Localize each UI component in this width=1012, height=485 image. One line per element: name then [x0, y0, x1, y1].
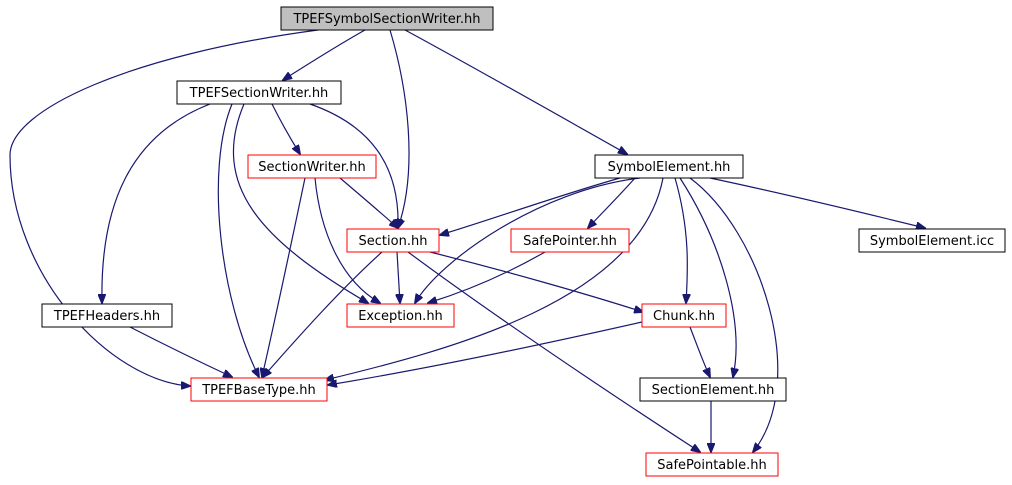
- node-label: Section.hh: [359, 234, 428, 249]
- node-box: [639, 377, 787, 402]
- edge-layer: [9, 29, 925, 452]
- edge-se-to-sec: [440, 177, 621, 235]
- edge-chunk-to-sel: [689, 326, 710, 377]
- node-root: TPEFSymbolSectionWriter.hh: [280, 6, 494, 31]
- edge-se-to-exc: [415, 177, 641, 303]
- node-sp[interactable]: SafePointer.hh: [510, 228, 630, 253]
- node-label: TPEFBaseType.hh: [201, 383, 316, 398]
- node-box: [641, 303, 727, 328]
- node-tsw[interactable]: TPEFSectionWriter.hh: [176, 80, 342, 105]
- node-tbt[interactable]: TPEFBaseType.hh: [190, 377, 328, 402]
- edge-se-to-sel: [679, 177, 736, 377]
- edge-sw-to-exc: [314, 177, 380, 303]
- node-box: [190, 377, 328, 402]
- node-se[interactable]: SymbolElement.hh: [594, 154, 744, 179]
- node-label: SymbolElement.icc: [870, 234, 994, 249]
- edge-sec-to-spt: [407, 251, 700, 452]
- edge-root-to-se: [404, 29, 627, 154]
- edge-sec-to-chunk: [429, 251, 643, 312]
- node-label: SectionElement.hh: [652, 383, 775, 398]
- edge-se-to-tbt: [325, 177, 664, 380]
- edge-tsw-to-th: [102, 103, 211, 303]
- edge-tsw-to-sw: [271, 103, 300, 154]
- node-box: [41, 303, 173, 328]
- edge-sec-to-exc: [397, 251, 400, 303]
- node-box: [858, 228, 1006, 253]
- node-label: SectionWriter.hh: [258, 160, 365, 175]
- node-label: Exception.hh: [358, 309, 443, 324]
- node-label: TPEFSymbolSectionWriter.hh: [292, 12, 480, 27]
- node-label: Chunk.hh: [653, 309, 715, 324]
- edge-root-to-tsw: [283, 29, 366, 80]
- node-spt[interactable]: SafePointable.hh: [645, 452, 779, 477]
- edge-sp-to-exc: [428, 251, 546, 303]
- edge-sw-to-sec: [339, 177, 398, 228]
- edge-root-to-sec: [389, 29, 410, 228]
- edge-tsw-to-sec: [309, 103, 398, 228]
- node-layer: TPEFSymbolSectionWriter.hhTPEFSectionWri…: [41, 6, 1006, 477]
- node-th[interactable]: TPEFHeaders.hh: [41, 303, 173, 328]
- edge-sw-to-tbt: [262, 177, 306, 377]
- edge-se-to-sp: [588, 177, 636, 228]
- edge-tsw-to-tbt: [217, 103, 259, 377]
- edge-chunk-to-tbt: [328, 321, 643, 385]
- edge-se-to-spt: [689, 177, 779, 452]
- node-sei[interactable]: SymbolElement.icc: [858, 228, 1006, 253]
- node-sec[interactable]: Section.hh: [346, 228, 440, 253]
- edge-th-to-tbt: [129, 326, 232, 377]
- edge-tsw-to-exc: [233, 103, 368, 303]
- node-box: [645, 452, 779, 477]
- node-label: TPEFSectionWriter.hh: [189, 86, 329, 101]
- node-box: [346, 303, 455, 328]
- node-box: [510, 228, 630, 253]
- node-box: [346, 228, 440, 253]
- node-label: SafePointable.hh: [657, 458, 767, 473]
- node-label: SymbolElement.hh: [608, 160, 731, 175]
- node-exc[interactable]: Exception.hh: [346, 303, 455, 328]
- node-sel[interactable]: SectionElement.hh: [639, 377, 787, 402]
- edge-se-to-chunk: [674, 177, 687, 303]
- node-box: [176, 80, 342, 105]
- node-box: [280, 6, 494, 31]
- node-sw[interactable]: SectionWriter.hh: [247, 154, 377, 179]
- node-box: [594, 154, 744, 179]
- node-label: TPEFHeaders.hh: [53, 309, 160, 324]
- edge-root-to-tbt: [9, 29, 319, 386]
- node-label: SafePointer.hh: [523, 234, 617, 249]
- edge-se-to-sei: [709, 177, 925, 228]
- node-box: [247, 154, 377, 179]
- node-chunk[interactable]: Chunk.hh: [641, 303, 727, 328]
- edge-sec-to-tbt: [263, 251, 383, 377]
